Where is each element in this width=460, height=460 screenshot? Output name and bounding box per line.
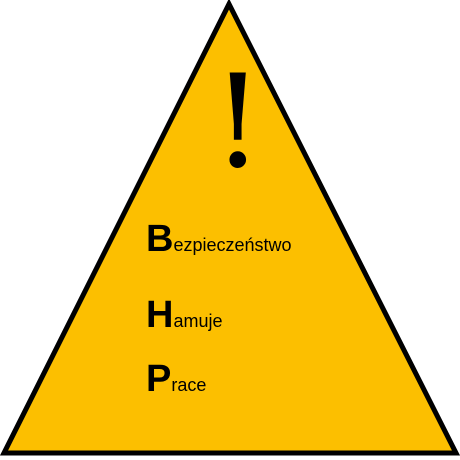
acronym-initial: B bbox=[146, 218, 174, 260]
acronym-word-rest: amuje bbox=[173, 311, 223, 331]
acronym-line-p: Prace bbox=[146, 356, 206, 402]
acronym-line-b: Bezpieczeństwo bbox=[146, 216, 292, 262]
exclamation-mark: ! bbox=[212, 48, 264, 197]
acronym-word-rest: ezpieczeństwo bbox=[173, 235, 292, 255]
acronym-word-rest: race bbox=[171, 375, 207, 395]
acronym-initial: H bbox=[146, 294, 174, 336]
acronym-line-h: Hamuje bbox=[146, 292, 222, 338]
acronym-initial: P bbox=[146, 358, 172, 400]
